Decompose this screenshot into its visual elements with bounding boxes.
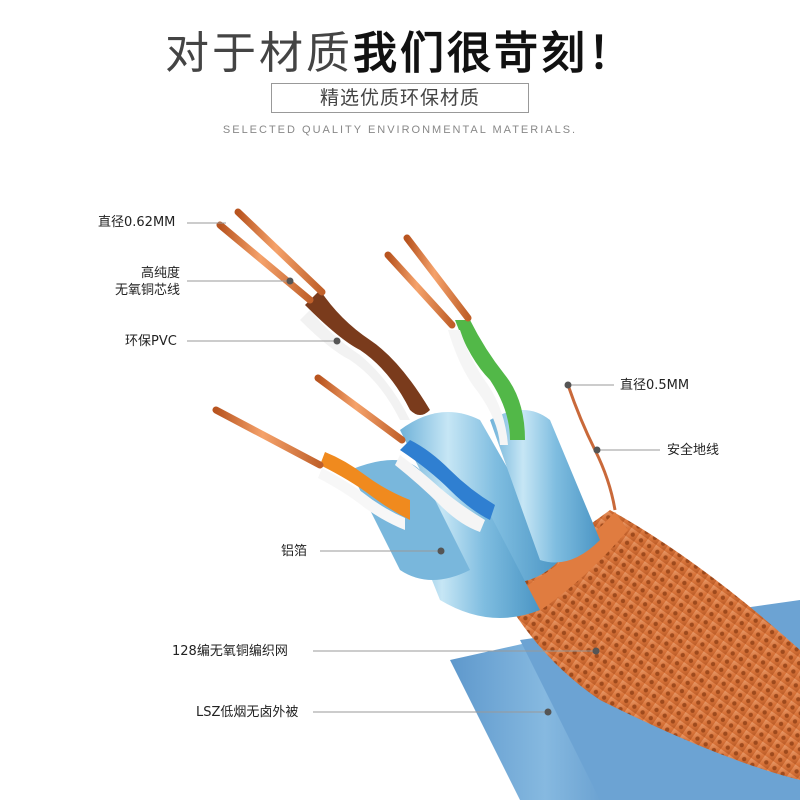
conductor-green-1 <box>384 251 456 329</box>
conductor-brown-2 <box>234 208 326 296</box>
label-braid: 128编无氧铜编织网 <box>172 644 288 659</box>
label-jacket: LSZ低烟无卤外被 <box>196 705 299 720</box>
title-bold-text: 我们很苛刻！ <box>353 28 635 79</box>
label-pure-copper-line2: 无氧铜芯线 <box>114 283 180 298</box>
conductor-orange-1 <box>212 406 324 469</box>
label-pvc: 环保PVC <box>125 334 177 349</box>
label-pure-copper-line1: 高纯度 <box>140 266 180 281</box>
subtitle-box: 精选优质环保材质 <box>271 83 529 113</box>
tagline: SELECTED QUALITY ENVIRONMENTAL MATERIALS… <box>222 124 578 136</box>
page-title: 对于材质我们很苛刻！ <box>0 28 800 80</box>
conductor-brown-1 <box>216 221 314 304</box>
label-diameter-conductor: 直径0.62MM <box>98 215 176 230</box>
label-diameter-ground: 直径0.5MM <box>620 378 690 393</box>
label-foil: 铝箔 <box>281 544 308 559</box>
label-ground-wire: 安全地线 <box>667 443 720 458</box>
conductor-mid-1 <box>314 374 406 444</box>
conductor-green-2 <box>403 234 472 322</box>
foil-shield-2 <box>490 410 600 563</box>
title-light-text: 对于材质 <box>165 28 353 79</box>
label-pure-copper: 高纯度 无氧铜芯线 <box>100 265 180 299</box>
